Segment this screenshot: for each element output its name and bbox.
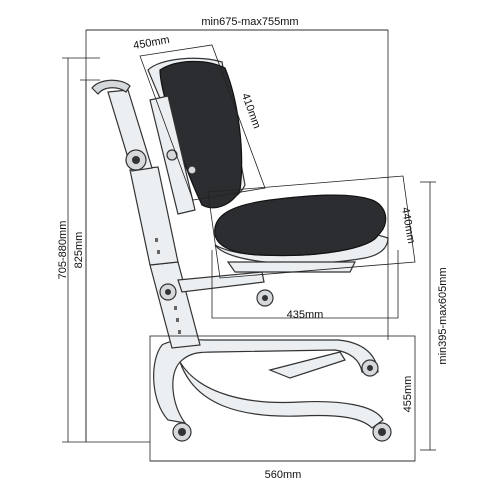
label-back-height: 825mm bbox=[73, 232, 85, 269]
label-seat-height: min395-max605mm bbox=[437, 267, 449, 364]
label-seat-width: 435mm bbox=[287, 309, 324, 321]
height-handle bbox=[91, 79, 131, 95]
label-backrest-height: 410mm bbox=[239, 92, 263, 131]
chair-illustration bbox=[91, 57, 392, 442]
chair-seat bbox=[214, 194, 389, 273]
dimension-lines bbox=[62, 29, 436, 462]
chair-column bbox=[107, 89, 201, 349]
seat-support-arm bbox=[177, 271, 265, 293]
chair-base bbox=[153, 339, 392, 442]
label-seat-depth: 440mm bbox=[399, 206, 417, 244]
label-total-height: 705-880mm bbox=[57, 221, 69, 280]
label-overall-width: min675-max755mm bbox=[201, 16, 298, 28]
chair-backrest bbox=[147, 57, 246, 215]
label-base-height: 455mm bbox=[402, 376, 414, 413]
label-backrest-width: 450mm bbox=[132, 34, 170, 52]
label-base-width: 560mm bbox=[265, 469, 302, 481]
